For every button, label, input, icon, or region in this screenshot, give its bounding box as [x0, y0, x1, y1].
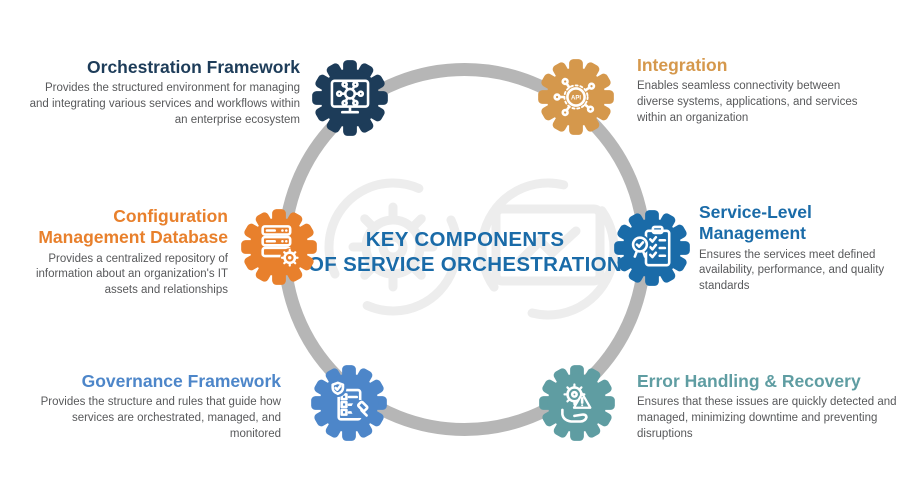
- monitor-network-icon: [330, 79, 370, 114]
- slm-block: Service-Level Management Ensures the ser…: [699, 202, 889, 295]
- integration-description: Enables seamless connectivity between di…: [637, 80, 858, 124]
- svg-text:API: API: [571, 95, 581, 101]
- page-title-line2: OF SERVICE ORCHESTRATION: [308, 253, 622, 276]
- page-title: KEY COMPONENTS OF SERVICE ORCHESTRATION: [270, 227, 660, 277]
- slm-gear: [609, 205, 695, 291]
- error-handling-description: Ensures that these issues are quickly de…: [637, 396, 897, 440]
- error-handling-block: Error Handling & Recovery Ensures that t…: [637, 371, 900, 442]
- governance-framework-title: Governance Framework: [81, 371, 281, 391]
- cmdb-description: Provides a centralized repository of inf…: [35, 252, 228, 296]
- error-handling-gear: [534, 360, 620, 446]
- integration-title: Integration: [637, 55, 728, 75]
- integration-gear: API: [533, 54, 619, 140]
- error-handling-title: Error Handling & Recovery: [637, 371, 861, 391]
- orchestration-framework-title: Orchestration Framework: [87, 57, 300, 77]
- governance-framework-block: Governance Framework Provides the struct…: [29, 371, 281, 442]
- page-title-line1: KEY COMPONENTS: [365, 228, 565, 251]
- cmdb-title: Configuration Management Database: [38, 206, 228, 248]
- api-network-icon: API: [553, 77, 596, 117]
- hand-gear-warning-icon: [561, 383, 592, 423]
- orchestration-framework-description: Provides the structured environment for …: [29, 82, 300, 126]
- cmdb-gear: [236, 204, 322, 290]
- governance-framework-gear: [306, 360, 392, 446]
- server-gear-icon: [261, 225, 300, 268]
- governance-framework-description: Provides the structure and rules that gu…: [40, 396, 281, 440]
- clipboard-medal-icon: [630, 225, 671, 267]
- orchestration-framework-gear: [307, 55, 393, 141]
- checklist-gavel-icon: [329, 379, 370, 421]
- slm-description: Ensures the services meet defined availa…: [699, 248, 885, 292]
- orchestration-framework-block: Orchestration Framework Provides the str…: [28, 57, 300, 128]
- slm-title: Service-Level Management: [699, 202, 812, 244]
- cmdb-block: Configuration Management Database Provid…: [23, 206, 228, 299]
- integration-block: Integration Enables seamless connectivit…: [637, 55, 877, 126]
